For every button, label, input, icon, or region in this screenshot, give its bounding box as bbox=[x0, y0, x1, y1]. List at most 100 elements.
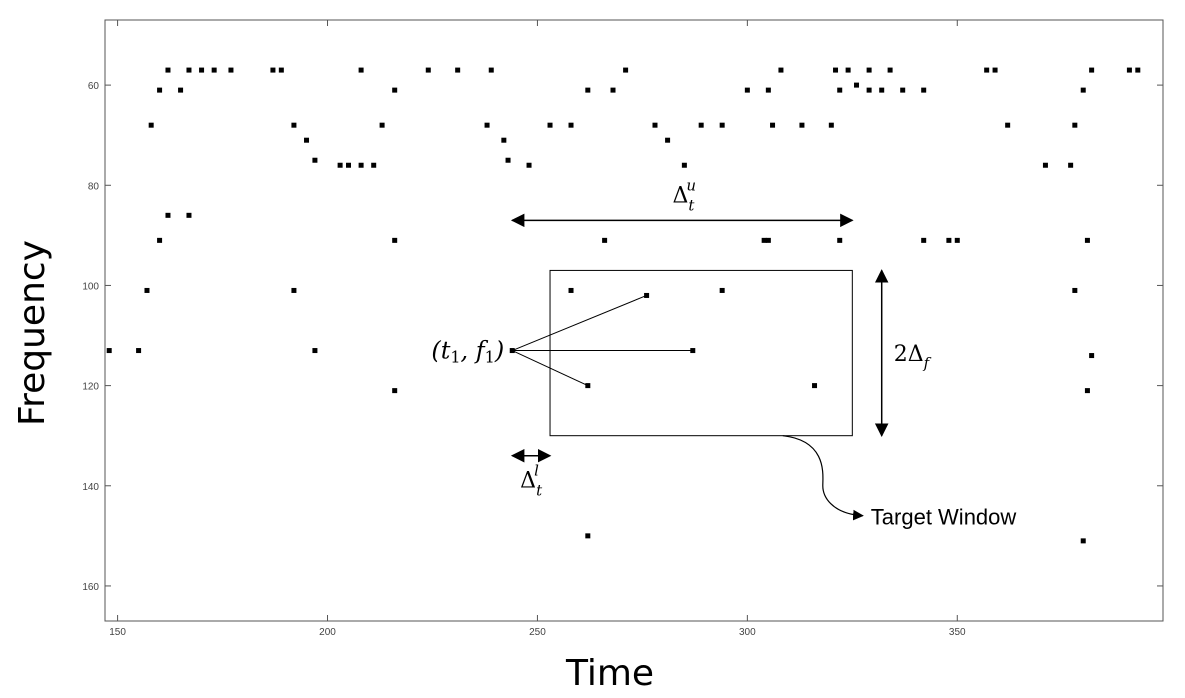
data-point bbox=[371, 162, 377, 168]
x-tick-label: 150 bbox=[109, 627, 126, 638]
data-point bbox=[144, 287, 150, 293]
data-point bbox=[719, 122, 725, 128]
data-point bbox=[719, 287, 725, 293]
data-point bbox=[568, 287, 574, 293]
data-point bbox=[568, 122, 574, 128]
delta-t-lower-label-superscript: l bbox=[534, 462, 539, 480]
data-point bbox=[837, 87, 843, 93]
delta-t-upper-label-symbol: Δ bbox=[672, 183, 688, 208]
delta-t-upper-label: Δtu bbox=[672, 176, 696, 214]
data-point bbox=[425, 67, 431, 73]
anchor-label-part: ) bbox=[494, 337, 504, 365]
data-point bbox=[1042, 162, 1048, 168]
data-point bbox=[1126, 67, 1132, 73]
y-tick-label: 60 bbox=[88, 81, 100, 92]
y-tick-label: 160 bbox=[82, 582, 99, 593]
data-point bbox=[921, 237, 927, 243]
data-point bbox=[211, 67, 217, 73]
data-point bbox=[992, 67, 998, 73]
data-point bbox=[148, 122, 154, 128]
data-point bbox=[358, 162, 364, 168]
data-point bbox=[547, 122, 553, 128]
x-tick-label: 250 bbox=[529, 627, 546, 638]
data-point bbox=[837, 237, 843, 243]
data-point bbox=[165, 212, 171, 218]
data-point bbox=[770, 122, 776, 128]
anchor-label-part: , f bbox=[461, 337, 489, 365]
anchor-label-part: (t bbox=[431, 337, 450, 365]
data-point bbox=[778, 67, 784, 73]
data-point bbox=[1068, 162, 1074, 168]
data-point bbox=[984, 67, 990, 73]
data-point bbox=[1080, 538, 1086, 544]
data-point bbox=[186, 67, 192, 73]
data-point bbox=[812, 383, 818, 389]
data-point bbox=[392, 87, 398, 93]
y-tick-label: 140 bbox=[82, 482, 99, 493]
data-point bbox=[136, 348, 142, 354]
data-point bbox=[833, 67, 839, 73]
data-point bbox=[799, 122, 805, 128]
target-window-label: Target Window bbox=[871, 505, 1017, 530]
data-point bbox=[278, 67, 284, 73]
x-tick-label: 350 bbox=[949, 627, 966, 638]
data-point bbox=[761, 237, 767, 243]
data-point bbox=[845, 67, 851, 73]
y-tick-label: 100 bbox=[82, 281, 99, 292]
data-point bbox=[866, 87, 872, 93]
delta-t-upper-label-superscript: u bbox=[686, 176, 696, 194]
data-point bbox=[199, 67, 205, 73]
data-point bbox=[946, 237, 952, 243]
data-point bbox=[488, 67, 494, 73]
data-point bbox=[866, 67, 872, 73]
anchor-label-subscript: 1 bbox=[485, 348, 495, 367]
data-point bbox=[1135, 67, 1141, 73]
data-point bbox=[157, 87, 163, 93]
data-point bbox=[1089, 353, 1095, 359]
data-point bbox=[854, 82, 860, 88]
data-point bbox=[744, 87, 750, 93]
data-point bbox=[165, 67, 171, 73]
data-point bbox=[1072, 287, 1078, 293]
plot-area-frame bbox=[104, 19, 1164, 622]
data-point bbox=[312, 157, 318, 163]
anchor-label: (t1, f1) bbox=[431, 337, 504, 367]
data-point bbox=[765, 87, 771, 93]
y-tick-label: 120 bbox=[82, 382, 99, 393]
delta-t-lower-label-symbol: Δ bbox=[520, 469, 536, 494]
data-point bbox=[921, 87, 927, 93]
data-point bbox=[879, 87, 885, 93]
target-window-pointer bbox=[782, 435, 864, 521]
data-point bbox=[379, 122, 385, 128]
delta-f-label-prefix: 2Δ bbox=[894, 342, 924, 367]
data-point bbox=[698, 122, 704, 128]
data-point bbox=[665, 137, 671, 143]
data-point bbox=[501, 137, 507, 143]
data-point bbox=[887, 67, 893, 73]
data-point bbox=[291, 122, 297, 128]
delta-f-label-subscript: f bbox=[923, 354, 932, 372]
data-point bbox=[585, 87, 591, 93]
data-point bbox=[228, 67, 234, 73]
y-axis-title: Frequency bbox=[12, 240, 53, 426]
data-point bbox=[765, 237, 771, 243]
data-point bbox=[652, 122, 658, 128]
data-point bbox=[900, 87, 906, 93]
data-point bbox=[304, 137, 310, 143]
x-axis-title: Time bbox=[565, 653, 654, 694]
data-point bbox=[1084, 237, 1090, 243]
data-point bbox=[106, 348, 112, 354]
delta-f-label: 2Δf bbox=[894, 342, 932, 372]
data-point bbox=[358, 67, 364, 73]
target-window-box bbox=[549, 269, 853, 437]
data-point bbox=[312, 348, 318, 354]
data-point bbox=[291, 287, 297, 293]
data-point bbox=[681, 162, 687, 168]
delta-t-lower-label: Δtl bbox=[520, 462, 543, 500]
x-tick-label: 200 bbox=[319, 627, 336, 638]
data-point bbox=[337, 162, 343, 168]
